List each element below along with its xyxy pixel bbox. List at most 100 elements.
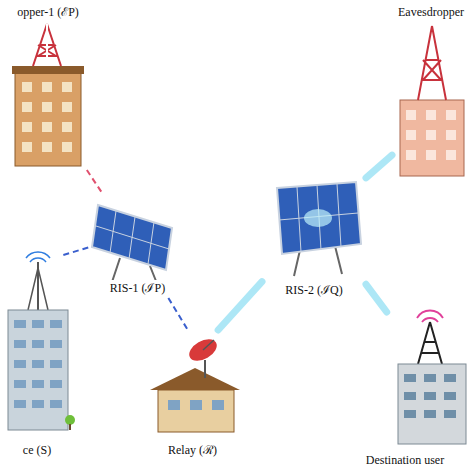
relay-building — [168, 400, 180, 410]
source-building — [32, 400, 44, 408]
ris-panel — [96, 211, 169, 264]
relay-building — [204, 360, 206, 378]
source-building — [50, 400, 62, 408]
source-building — [32, 380, 44, 388]
beam-link — [366, 284, 387, 312]
eavesdropper-building — [22, 142, 32, 152]
source-building — [8, 252, 75, 430]
relay-building — [150, 335, 240, 432]
eavesdropper-building — [446, 110, 456, 120]
ris-panel — [92, 205, 172, 286]
destination-building — [424, 392, 436, 400]
network-node: Relay (ℛ) — [145, 330, 240, 460]
eavesdropper-building — [12, 66, 84, 166]
eavesdropper-building — [62, 82, 72, 92]
source-building — [32, 360, 44, 368]
source-building — [50, 360, 62, 368]
ris-panel — [279, 184, 358, 252]
destination-building — [398, 310, 466, 444]
eavesdropper-building — [22, 82, 32, 92]
source-building — [50, 320, 62, 328]
source-building — [14, 400, 26, 408]
network-node: opper-1 (ℰP) — [4, 4, 92, 170]
source-building — [14, 360, 26, 368]
node-label: Destination user — [364, 452, 446, 468]
eavesdropper-building — [22, 82, 72, 152]
eavesdropper-building — [62, 142, 72, 152]
beam-link — [366, 155, 392, 178]
source-building — [14, 320, 26, 328]
destination-building — [417, 310, 443, 322]
eavesdropper-building — [426, 110, 436, 120]
eavesdropper-building — [42, 82, 52, 92]
destination-building — [404, 392, 416, 400]
node-label: ce (S) — [21, 442, 53, 458]
relay-building — [186, 335, 221, 366]
source-building — [8, 310, 68, 430]
ris-panel — [277, 182, 361, 276]
red-tower — [418, 26, 446, 100]
network-node: Destination user — [340, 312, 470, 470]
relay-building — [203, 340, 214, 350]
node-label: Relay (ℛ) — [166, 442, 219, 458]
dashed-link — [87, 170, 104, 195]
eavesdropper-building — [406, 110, 456, 160]
network-node: Eavesdropper — [392, 4, 470, 180]
relay-building — [190, 400, 202, 410]
red-tower — [33, 24, 61, 66]
node-label: opper-1 (ℰP) — [15, 4, 81, 20]
destination-building — [444, 392, 456, 400]
eavesdropper-building — [406, 110, 416, 120]
destination-building — [404, 374, 456, 418]
relay-building — [212, 400, 224, 410]
dashed-link — [168, 298, 187, 330]
eavesdropper-building — [406, 150, 416, 160]
source-building — [26, 252, 50, 262]
eavesdropper-building — [15, 72, 81, 166]
destination-building — [404, 374, 416, 382]
destination-building — [404, 410, 416, 418]
eavesdropper-building — [400, 100, 464, 176]
destination-building — [418, 322, 442, 364]
eavesdropper-building — [400, 100, 464, 176]
red-tower — [33, 24, 61, 66]
destination-building — [424, 374, 436, 382]
eavesdropper-building — [426, 150, 436, 160]
eavesdropper-building — [62, 102, 72, 112]
network-node: RIS-1 (ℐP) — [90, 195, 185, 298]
eavesdropper-building — [42, 122, 52, 132]
eavesdropper-building — [42, 102, 52, 112]
source-building — [14, 380, 26, 388]
network-node: RIS-2 (ℐQ) — [262, 170, 366, 300]
dashed-link — [63, 247, 90, 255]
source-building — [65, 415, 75, 425]
relay-building — [158, 390, 234, 432]
source-building — [32, 340, 44, 348]
eavesdropper-building — [22, 102, 32, 112]
eavesdropper-building — [446, 130, 456, 140]
eavesdropper-building — [62, 122, 72, 132]
destination-building — [444, 410, 456, 418]
ris-panel — [92, 205, 172, 270]
node-label: RIS-1 (ℐP) — [108, 280, 167, 296]
source-building — [28, 268, 48, 310]
source-building — [50, 380, 62, 388]
ris-panel — [304, 209, 332, 227]
source-building — [32, 320, 44, 328]
eavesdropper-building — [12, 66, 84, 74]
eavesdropper-building — [22, 122, 32, 132]
relay-building — [150, 368, 240, 390]
source-building — [14, 320, 62, 408]
red-tower — [418, 26, 446, 100]
node-label: Eavesdropper — [396, 4, 466, 20]
destination-building — [398, 364, 466, 444]
source-building — [14, 340, 26, 348]
node-label: RIS-2 (ℐQ) — [283, 282, 344, 298]
network-node: ce (S) — [2, 255, 72, 460]
source-building — [69, 424, 71, 430]
destination-building — [444, 374, 456, 382]
beam-link — [218, 282, 262, 330]
